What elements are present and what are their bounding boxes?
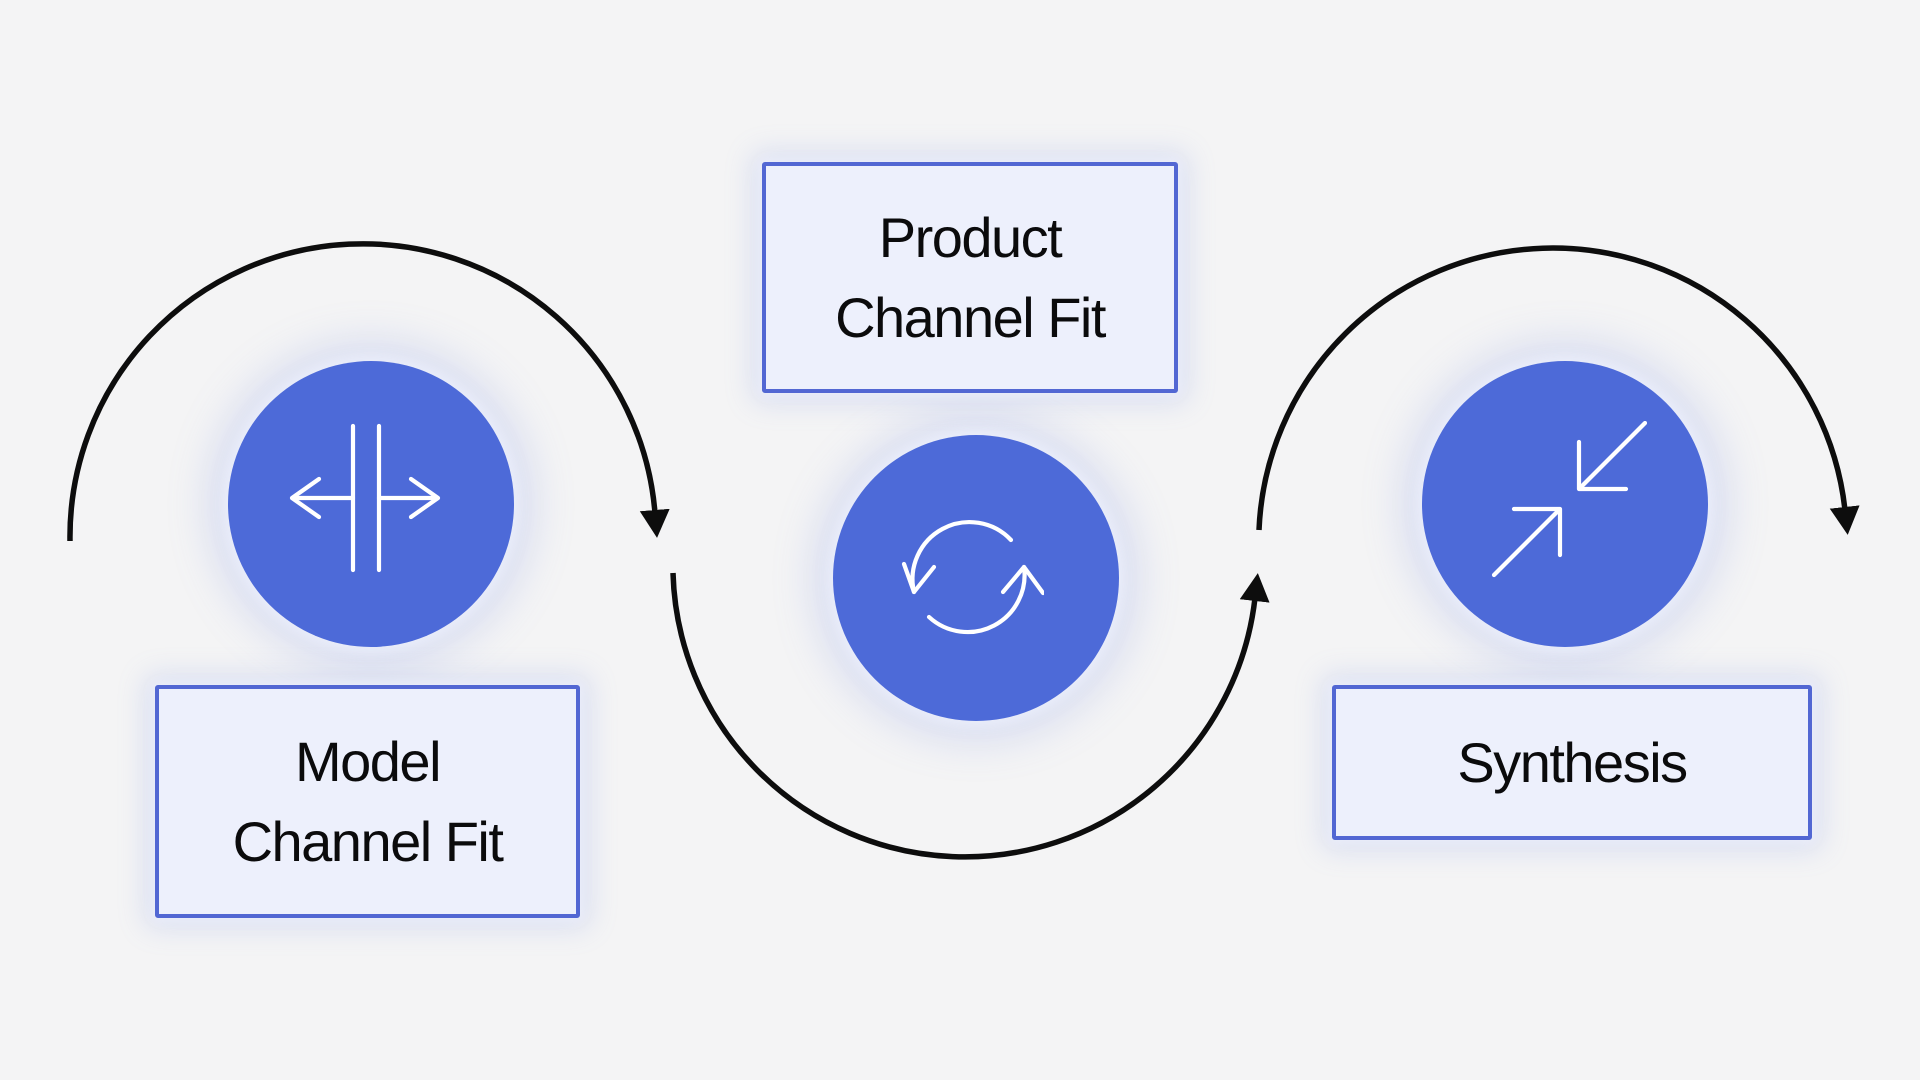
sync-cycle-icon xyxy=(901,520,1044,635)
label-model-line1: Model xyxy=(294,729,442,793)
node-product-channel-fit xyxy=(833,435,1119,721)
label-synthesis: Synthesis xyxy=(1332,685,1812,840)
split-expand-horizontal-icon xyxy=(289,423,441,573)
label-synthesis-line1: Synthesis xyxy=(1457,730,1688,794)
label-product-channel-fit: Product Channel Fit xyxy=(762,162,1178,393)
node-synthesis xyxy=(1422,361,1708,647)
label-product-line2: Channel Fit xyxy=(835,285,1106,349)
label-model-channel-fit: Model Channel Fit xyxy=(155,685,580,918)
label-product-line1: Product xyxy=(878,205,1063,269)
collapse-diagonal-arrows-icon xyxy=(1491,421,1647,578)
node-model-channel-fit xyxy=(228,361,514,647)
label-model-line2: Channel Fit xyxy=(232,809,504,873)
